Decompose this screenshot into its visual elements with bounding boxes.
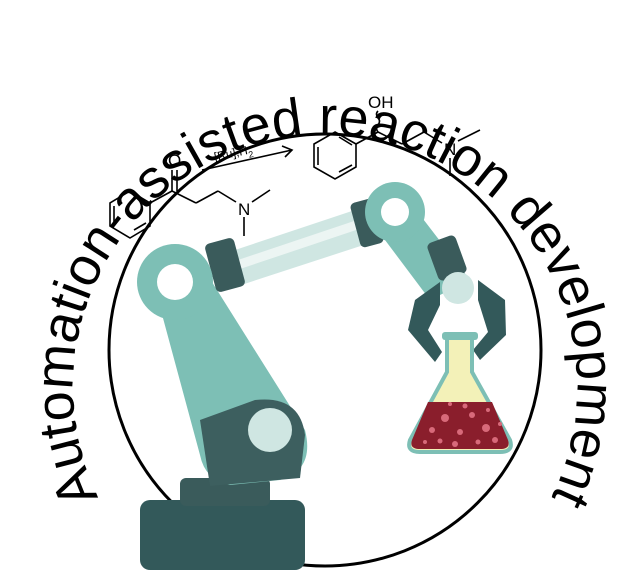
flask-bubbles: [423, 402, 502, 447]
robot-lower-joint: [248, 408, 292, 452]
conditions-main: [Ru],H: [213, 143, 249, 164]
product-hydroxyl-label: OH: [368, 93, 394, 112]
gripper-right-claw: [473, 280, 506, 360]
gripper-left-claw: [408, 282, 442, 362]
product-nitrogen-label: N: [444, 140, 456, 159]
robot-base-neck: [180, 478, 270, 506]
robot-elbow-joint-center: [381, 198, 409, 226]
reactant-oxygen-label: O: [168, 151, 181, 170]
robot-shoulder-joint-center: [157, 264, 193, 300]
robot-base: [140, 500, 305, 570]
robot-arm-icon: [137, 182, 474, 570]
flask-liquid: [411, 402, 509, 449]
reactant-bond: [149, 190, 173, 204]
robot-wrist-block: [427, 235, 467, 281]
erlenmeyer-flask-icon: [407, 332, 513, 454]
flask-rim: [442, 332, 478, 340]
reaction-conditions: [Ru],H2: [213, 142, 255, 167]
reactant-nitrogen-label: N: [238, 200, 250, 219]
gripper-icon: [408, 280, 506, 362]
reaction-arrow: [201, 149, 293, 171]
gripper-pivot: [442, 272, 474, 304]
robot-shoulder-collar: [205, 238, 245, 292]
conditions-subscript: 2: [247, 149, 254, 160]
reaction-scheme: [109, 110, 481, 239]
